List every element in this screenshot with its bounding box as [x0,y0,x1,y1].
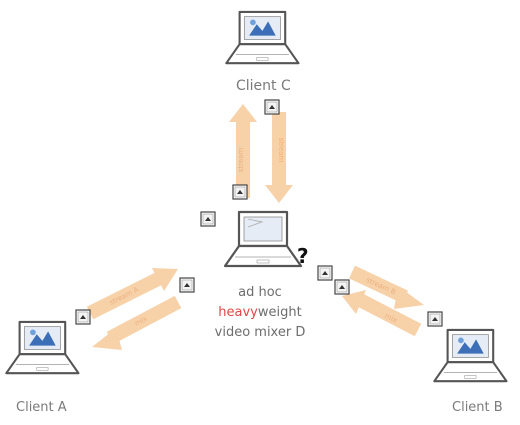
video-frame-icon [427,311,443,327]
video-frame-icon [179,277,195,293]
video-frame-icon [317,265,333,281]
client-a-label: Client A [16,400,67,415]
client-c-label: Client C [236,78,291,94]
mixer-label-line2-rest: weight [257,305,302,320]
video-frame-icon [75,309,91,325]
client-b-laptop-icon [434,330,506,381]
svg-text:stream: stream [237,148,245,173]
client-b-label: Client B [452,400,503,415]
video-frame-icon [334,279,350,295]
client-a-laptop-icon [6,322,78,373]
arrow-d-to-a: mix [92,295,182,350]
arrow-b-to-d: mix [342,290,422,337]
svg-text:?: ? [297,244,309,268]
video-frame-icon [200,211,216,227]
arrow-c-to-d: stream [229,104,257,198]
arrow-d-to-b: stream B [349,265,424,309]
mixer-label-highlight: heavy [218,305,258,320]
video-frame-icon [264,99,280,115]
mixer-laptop-icon [223,210,303,268]
client-c-laptop-icon [226,12,298,63]
video-frame-icon [232,184,248,200]
mixer-label-line3: video mixer D [214,325,306,340]
mixer-label-line1: ad hoc [238,285,282,300]
question-mark-icon: ? [297,244,309,268]
mixer-label-line2: heavyweight [205,303,315,323]
arrow-d-to-c: stream [265,112,293,203]
svg-text:stream: stream [277,138,285,163]
mixer-label: ad hoc heavyweight video mixer D [205,283,315,343]
